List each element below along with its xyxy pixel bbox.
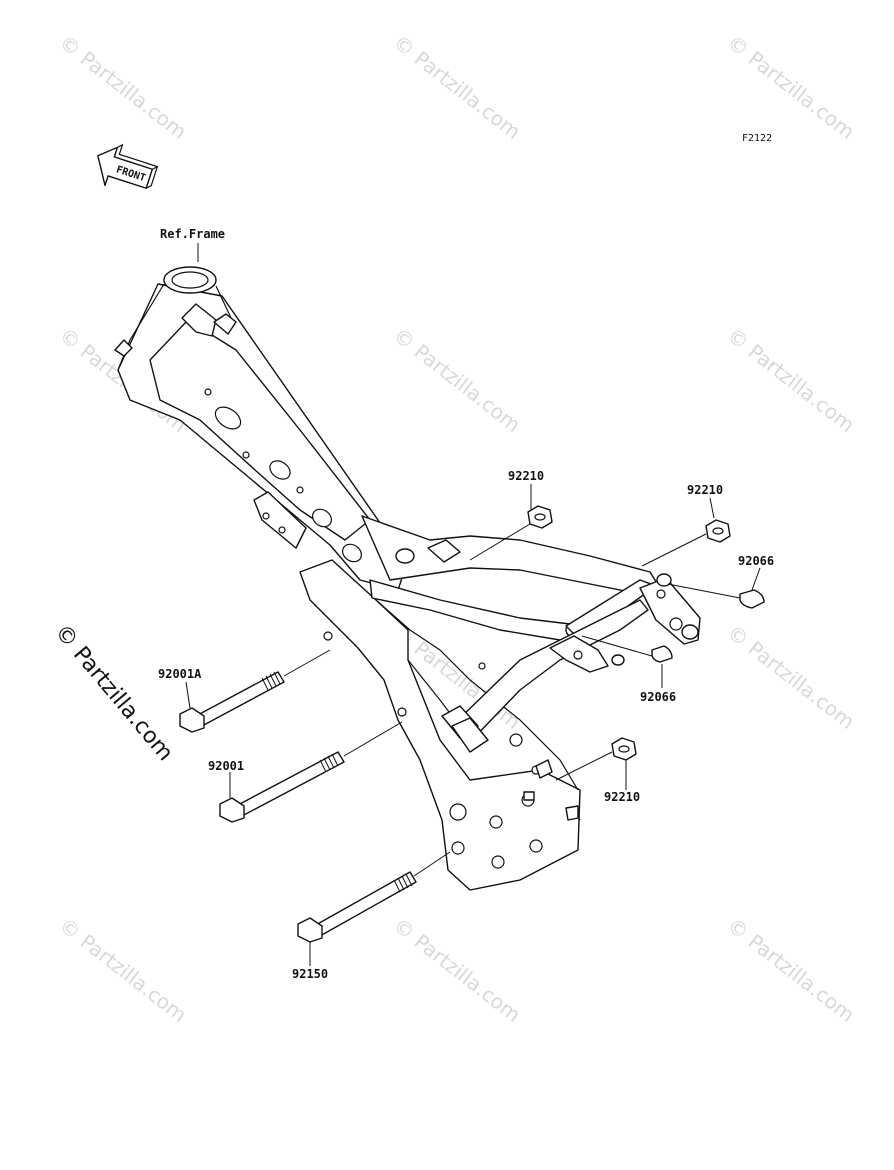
watermark: © Partzilla.com — [55, 913, 191, 1027]
nut-92210-lower[interactable] — [611, 737, 637, 761]
frame-engine-mount-plate — [299, 559, 581, 891]
watermark: © Partzilla.com — [723, 30, 859, 144]
watermark: © Partzilla.com — [389, 323, 525, 437]
part-label[interactable]: 92150 — [292, 967, 328, 981]
watermark: © Partzilla.com — [389, 30, 525, 144]
watermark: © Partzilla.com — [389, 913, 525, 1027]
front-arrow-icon: FRONT — [97, 143, 159, 189]
part-label[interactable]: 92066 — [640, 690, 676, 704]
nut-92210-right[interactable] — [705, 519, 731, 543]
part-label[interactable]: 92066 — [738, 554, 774, 568]
figure-code: F2122 — [742, 133, 772, 144]
cap-92066-lower[interactable] — [651, 645, 673, 663]
part-labels: 92210 92210 92066 92066 92001A 92001 922… — [158, 469, 774, 981]
part-label[interactable]: 92210 — [508, 469, 544, 483]
part-label[interactable]: 92001 — [208, 759, 244, 773]
head-tube-bore — [171, 271, 209, 289]
frame-gusset-plate — [149, 319, 371, 541]
part-label[interactable]: 92001A — [158, 667, 202, 681]
ref-frame-label: Ref.Frame — [160, 227, 225, 241]
cap-92066-right[interactable] — [739, 589, 765, 609]
watermark: © Partzilla.com — [723, 620, 859, 734]
leader-lines — [185, 484, 761, 966]
part-label[interactable]: 92210 — [687, 483, 723, 497]
bolt-92001[interactable] — [219, 751, 345, 823]
part-label[interactable]: 92210 — [604, 790, 640, 804]
nut-92210-top[interactable] — [527, 505, 553, 529]
watermark-main: © Partzilla.com — [49, 620, 177, 766]
watermark: © Partzilla.com — [723, 913, 859, 1027]
bolt-92001a[interactable] — [179, 671, 285, 733]
bolt-92150[interactable] — [297, 871, 417, 943]
frame-assembly — [114, 266, 701, 891]
watermark: © Partzilla.com — [55, 30, 191, 144]
watermark: © Partzilla.com — [723, 323, 859, 437]
